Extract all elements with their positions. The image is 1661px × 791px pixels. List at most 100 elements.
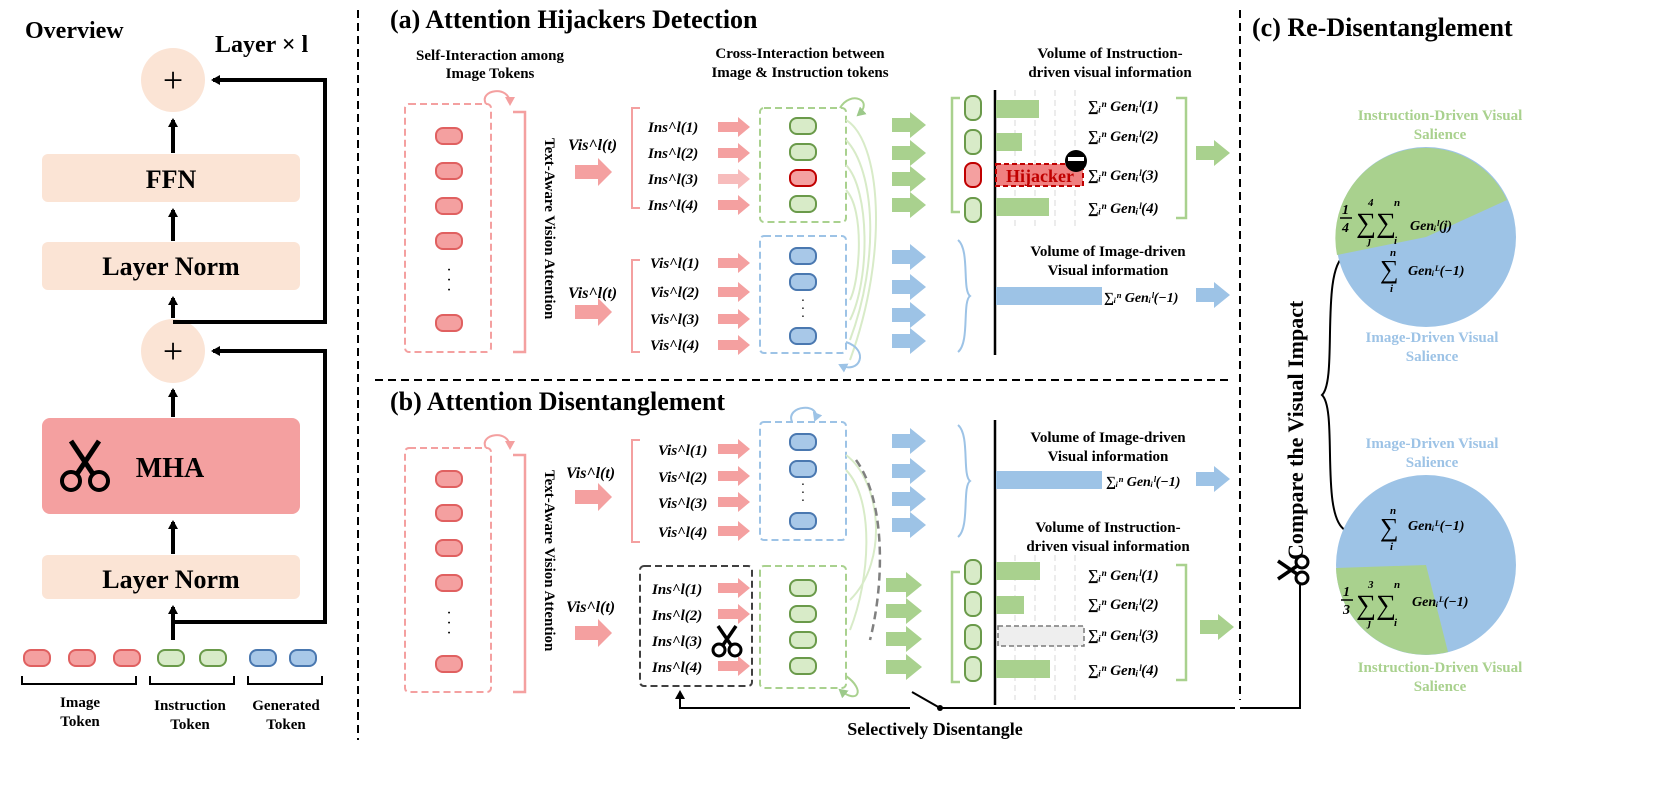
text-aware-label-a: Text-Aware Vision Attention bbox=[541, 138, 557, 320]
gen-3-b: ∑ᵢⁿ Genᵢˡ(3) bbox=[1088, 628, 1159, 644]
gen-2-b: ∑ᵢⁿ Genᵢˡ(2) bbox=[1088, 597, 1159, 613]
svg-text:·: · bbox=[446, 615, 451, 632]
gen-4-b: ∑ᵢⁿ Genᵢˡ(4) bbox=[1088, 663, 1159, 679]
pie-top-label-4: Salience bbox=[1406, 349, 1459, 365]
residual-add-bottom bbox=[141, 319, 205, 383]
plus-symbol-top: + bbox=[163, 60, 183, 100]
svg-text:∑∑: ∑∑ bbox=[1356, 208, 1396, 239]
vis-t-lower-a: Vis^l(t) bbox=[568, 285, 617, 302]
svg-text:i: i bbox=[1394, 617, 1398, 629]
cross-interaction-label-2: Image & Instruction tokens bbox=[711, 65, 888, 81]
panel-a: (a) Attention Hijackers Detection Self-I… bbox=[390, 5, 1230, 373]
panel-c-title: (c) Re-Disentanglement bbox=[1252, 13, 1513, 42]
cross-lines-a bbox=[845, 119, 877, 361]
gen-image-b: ∑ᵢⁿ Genᵢˡ(−1) bbox=[1106, 475, 1180, 490]
pie-bottom-label-1: Image-Driven Visual bbox=[1366, 436, 1499, 452]
bars-instruction-a bbox=[996, 100, 1049, 216]
mha-block bbox=[42, 418, 300, 514]
image-token-label-1: Image bbox=[60, 695, 100, 711]
svg-text:1: 1 bbox=[1342, 203, 1349, 218]
panel-b-title: (b) Attention Disentanglement bbox=[390, 387, 725, 416]
scissors-icon bbox=[711, 625, 743, 658]
svg-text:1: 1 bbox=[1343, 585, 1350, 600]
image-tokens-a bbox=[435, 127, 463, 332]
vis-2-b: Vis^l(2) bbox=[658, 470, 707, 486]
ins-4-b: Ins^l(4) bbox=[651, 660, 702, 676]
ins-arrows-a bbox=[718, 117, 750, 215]
pie-bottom-label-2: Salience bbox=[1406, 455, 1459, 471]
self-interaction-label-1: Self-Interaction among bbox=[416, 48, 564, 64]
layer-times-label: Layer × l bbox=[215, 32, 309, 58]
pie-bottom-label-3: Instruction-Driven Visual bbox=[1358, 660, 1523, 676]
vis-4-a: Vis^l(4) bbox=[650, 338, 699, 354]
volume-instruction-b-1: Volume of Instruction- bbox=[1035, 520, 1180, 536]
vis-1-b: Vis^l(1) bbox=[658, 443, 707, 459]
ffn-block bbox=[42, 154, 300, 202]
pie-top-blue-formula: Genᵢᴸ(−1) bbox=[1408, 264, 1464, 279]
vis-2-a: Vis^l(2) bbox=[650, 285, 699, 301]
ins-2-b: Ins^l(2) bbox=[651, 608, 702, 624]
svg-text:·: · bbox=[801, 302, 806, 317]
svg-text:3: 3 bbox=[1342, 603, 1350, 618]
scissors-icon bbox=[1277, 554, 1310, 586]
volume-instruction-a-2: driven visual information bbox=[1028, 65, 1192, 81]
layernorm-bottom-block bbox=[42, 555, 300, 599]
pie-top-label-3: Image-Driven Visual bbox=[1366, 330, 1499, 346]
volume-instruction-b-2: driven visual information bbox=[1026, 539, 1190, 555]
svg-text:n: n bbox=[1390, 505, 1396, 517]
svg-text:n: n bbox=[1394, 197, 1400, 209]
gen-4-a: ∑ᵢⁿ Genᵢˡ(4) bbox=[1088, 201, 1159, 217]
pie-top-label-2: Salience bbox=[1414, 127, 1467, 143]
ins-3-a: Ins^l(3) bbox=[647, 172, 698, 188]
ins-3-b: Ins^l(3) bbox=[651, 634, 702, 650]
hijacker-bar-a bbox=[995, 163, 1084, 187]
panel-b: (b) Attention Disentanglement · · · Text… bbox=[390, 387, 1235, 739]
svg-text:j: j bbox=[1366, 235, 1372, 247]
self-interaction-label-2: Image Tokens bbox=[446, 66, 535, 82]
ellipsis-a: · bbox=[446, 282, 451, 299]
residual-add-top bbox=[141, 48, 205, 112]
plus-symbol-bottom: + bbox=[163, 331, 183, 371]
vis-t-upper-a: Vis^l(t) bbox=[568, 137, 617, 154]
svg-text:3: 3 bbox=[1367, 579, 1374, 591]
svg-text:i: i bbox=[1394, 235, 1398, 247]
instruction-token-label-2: Token bbox=[170, 717, 210, 733]
vis-3-b: Vis^l(3) bbox=[658, 496, 707, 512]
gen-2-a: ∑ᵢⁿ Genᵢˡ(2) bbox=[1088, 129, 1159, 145]
text-aware-label-b: Text-Aware Vision Attention bbox=[541, 470, 557, 652]
image-token-box-a bbox=[404, 103, 492, 353]
self-loop-a bbox=[483, 90, 515, 106]
overview-panel: Overview Layer × l + FFN Layer Norm + MH… bbox=[21, 18, 327, 733]
layernorm-top-block bbox=[42, 242, 300, 290]
pie-bottom-label-4: Salience bbox=[1414, 679, 1467, 695]
vis-1-a: Vis^l(1) bbox=[650, 256, 699, 272]
svg-text:·: · bbox=[801, 478, 806, 493]
image-token-label-2: Token bbox=[60, 714, 100, 730]
green-out-arrow-a bbox=[1196, 140, 1230, 166]
generated-token-label-2: Token bbox=[266, 717, 306, 733]
svg-text:j: j bbox=[1366, 617, 1372, 629]
pie-bottom-blue-formula: Genᵢᴸ(−1) bbox=[1408, 519, 1464, 534]
cross-interaction-label-1: Cross-Interaction between bbox=[715, 46, 885, 62]
image-box-lower-a bbox=[759, 235, 847, 354]
image-tokens-b bbox=[435, 470, 463, 673]
ins-1-b: Ins^l(1) bbox=[651, 582, 702, 598]
svg-text:·: · bbox=[801, 294, 806, 309]
svg-text:∑: ∑ bbox=[1380, 255, 1399, 284]
vis-t-upper-b: Vis^l(t) bbox=[566, 465, 615, 482]
panel-a-title: (a) Attention Hijackers Detection bbox=[390, 5, 758, 34]
svg-text:·: · bbox=[801, 486, 806, 501]
volume-image-a-1: Volume of Image-driven bbox=[1030, 244, 1186, 260]
svg-text:n: n bbox=[1390, 247, 1396, 259]
mha-label: MHA bbox=[136, 453, 205, 484]
pie-top-green-formula: Genᵢˡ(j) bbox=[1410, 219, 1452, 234]
chart-tokens-a bbox=[964, 95, 982, 223]
instruction-tokens-a bbox=[789, 117, 817, 213]
volume-image-a-2: Visual information bbox=[1048, 263, 1169, 279]
volume-image-b-1: Volume of Image-driven bbox=[1030, 430, 1186, 446]
generated-token-label-1: Generated bbox=[252, 698, 320, 714]
svg-text:∑∑: ∑∑ bbox=[1356, 590, 1396, 621]
pie-bottom-green-slice bbox=[1336, 565, 1448, 655]
